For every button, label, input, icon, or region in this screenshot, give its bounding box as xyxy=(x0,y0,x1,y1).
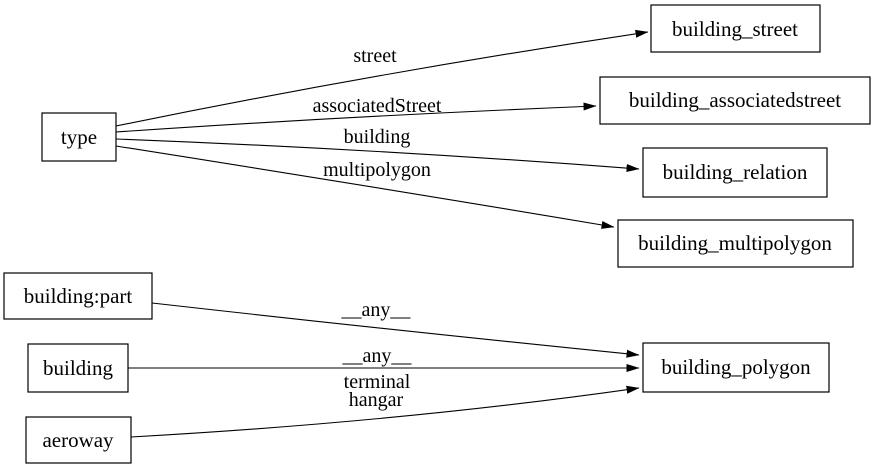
edge-label-street: street xyxy=(353,45,397,67)
edge-label-hangar: hangar xyxy=(349,389,404,411)
node-type: type xyxy=(41,112,117,162)
node-building_associatedstreet: building_associatedstreet xyxy=(599,76,871,125)
edge-label-any-building: __any__ xyxy=(342,345,413,367)
node-label: building_relation xyxy=(663,160,808,184)
node-box xyxy=(617,219,854,268)
node-label: aeroway xyxy=(42,428,114,452)
edge-label-building: building xyxy=(344,126,411,148)
node-box xyxy=(41,112,117,162)
node-building: building xyxy=(27,343,129,393)
edge-type-building_multipolygon xyxy=(115,145,615,229)
node-building-part: building:part xyxy=(3,272,153,320)
node-label: building_street xyxy=(672,17,798,41)
node-label: building:part xyxy=(24,284,133,308)
edge-label-layer: street associatedStreet building multipo… xyxy=(313,45,442,411)
node-box xyxy=(25,416,132,464)
node-building_street: building_street xyxy=(650,4,821,53)
edge-label-multipolygon: multipolygon xyxy=(323,159,431,181)
node-box xyxy=(27,343,129,393)
edge-label-terminal: terminal xyxy=(344,371,411,393)
node-building_multipolygon: building_multipolygon xyxy=(617,219,854,268)
node-label: building xyxy=(43,356,114,380)
edge-label-associatedstreet: associatedStreet xyxy=(313,95,442,117)
edge-layer xyxy=(115,29,649,438)
edge-buildingpart-building_polygon xyxy=(151,302,640,358)
node-box xyxy=(642,342,830,393)
node-label: building_polygon xyxy=(661,355,811,379)
edge-aeroway-building_polygon xyxy=(130,385,640,438)
edge-label-any-buildingpart: __any__ xyxy=(341,299,412,321)
edge-type-building_street xyxy=(115,29,649,127)
node-box xyxy=(650,4,821,53)
node-box xyxy=(599,76,871,125)
node-building_polygon: building_polygon xyxy=(642,342,830,393)
node-building_relation: building_relation xyxy=(642,147,828,198)
node-label: building_associatedstreet xyxy=(629,88,841,112)
node-label: type xyxy=(61,125,97,149)
node-aeroway: aeroway xyxy=(25,416,132,464)
edge-type-building_associatedstreet xyxy=(115,102,597,133)
node-box xyxy=(3,272,153,320)
node-box xyxy=(642,147,828,198)
edge-type-building_relation xyxy=(115,138,640,173)
node-layer: type building_street building_associated… xyxy=(3,4,871,464)
node-label: building_multipolygon xyxy=(638,231,832,255)
